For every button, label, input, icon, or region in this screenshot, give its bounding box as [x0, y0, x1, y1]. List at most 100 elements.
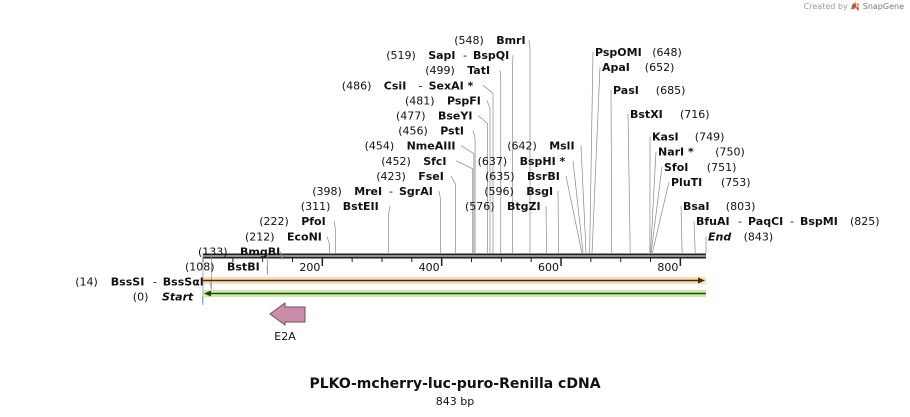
- enzyme-position: (635): [485, 170, 515, 183]
- enzyme-name: FseI: [418, 170, 444, 183]
- ruler-tick-label: 600: [538, 261, 559, 274]
- enzyme-position: (749): [695, 131, 725, 144]
- enzyme-name: End: [708, 230, 731, 243]
- enzyme-position: (637): [478, 155, 508, 168]
- enzyme-name: TatI: [467, 64, 490, 77]
- credit-brand: SnapGene: [862, 2, 904, 11]
- ruler-tick-label: 400: [419, 261, 440, 274]
- enzyme-position: (452): [381, 155, 411, 168]
- enzyme-name: KasI: [652, 131, 679, 144]
- enzyme-name: BstXI: [630, 108, 663, 121]
- enzyme-leader: [486, 100, 491, 109]
- enzyme-position: (648): [652, 46, 682, 59]
- enzyme-name: PasI: [613, 84, 639, 97]
- enzyme-leader: [591, 67, 601, 254]
- enzyme-position: (486): [342, 79, 372, 92]
- enzyme-position: (14): [75, 276, 98, 289]
- enzyme-name: PfoI: [301, 215, 326, 228]
- enzyme-leader: [450, 175, 456, 185]
- ruler-tick-label: 200: [299, 261, 320, 274]
- enzyme-name: BstEII: [343, 200, 379, 213]
- enzyme-leader: [557, 190, 559, 254]
- enzyme-name: BsrBI: [527, 170, 560, 183]
- enzyme-position: (133): [198, 245, 228, 258]
- enzyme-position: (212): [245, 230, 275, 243]
- enzyme-position: (454): [365, 140, 395, 153]
- enzyme-position: (311): [301, 200, 331, 213]
- enzyme-position: (477): [396, 110, 426, 123]
- enzyme-position: (499): [425, 64, 455, 77]
- enzyme-leader: [528, 39, 531, 49]
- enzyme-name: BspMI: [800, 215, 838, 228]
- reverse-feature-arrowhead: [204, 290, 211, 297]
- enzyme-position: (750): [715, 146, 745, 159]
- enzyme-position: (548): [454, 34, 484, 47]
- enzyme-position: (642): [507, 140, 537, 153]
- enzyme-name: SfoI: [664, 161, 688, 174]
- enzyme-position: (685): [656, 84, 686, 97]
- enzyme-leader: [650, 151, 657, 254]
- enzyme-name: BmgBI: [240, 245, 280, 258]
- enzyme-name: SfcI: [423, 155, 446, 168]
- enzyme-position: (0): [133, 291, 149, 304]
- enzyme-name: PluTI: [671, 176, 702, 189]
- enzyme-separator: -: [419, 79, 423, 92]
- snapgene-credit: Created by 🍂 SnapGene: [804, 2, 904, 11]
- enzyme-position: (803): [726, 200, 756, 213]
- enzyme-position: (843): [744, 230, 774, 243]
- enzyme-position: (222): [259, 215, 289, 228]
- enzyme-position: (716): [680, 108, 710, 121]
- snapgene-logo-icon: 🍂: [850, 2, 861, 11]
- enzyme-name: BseYI: [438, 110, 472, 123]
- enzyme-separator: -: [389, 185, 393, 198]
- enzyme-leader: [477, 115, 488, 124]
- enzyme-name: PspOMI: [595, 46, 642, 59]
- enzyme-name: ApaI: [602, 61, 630, 74]
- credit-prefix: Created by: [803, 2, 848, 11]
- enzyme-leader: [472, 130, 476, 139]
- enzyme-name: MslI: [549, 140, 574, 153]
- ruler-tick-label: 800: [657, 261, 678, 274]
- enzyme-leader: [572, 160, 584, 254]
- enzyme-name: BspHI *: [520, 155, 566, 168]
- enzyme-name: BmrI: [496, 34, 525, 47]
- enzyme-name: BsaI: [683, 200, 709, 213]
- enzyme-leader: [610, 89, 613, 254]
- enzyme-leader: [627, 113, 631, 254]
- enzyme-leader: [580, 145, 587, 254]
- enzyme-leader: [279, 251, 283, 260]
- enzyme-leader: [482, 85, 494, 94]
- enzyme-leader: [333, 221, 336, 230]
- enzyme-name: NmeAIII: [407, 140, 456, 153]
- enzyme-leader: [438, 190, 441, 200]
- enzyme-position: (519): [386, 49, 416, 62]
- enzyme-name: BspQI: [473, 49, 509, 62]
- enzyme-position: (753): [721, 176, 751, 189]
- enzyme-name: Start: [162, 291, 194, 304]
- enzyme-leader: [651, 181, 670, 254]
- e2a-label: E2A: [274, 330, 296, 343]
- enzyme-position: (576): [465, 200, 495, 213]
- enzyme-position: (398): [312, 185, 342, 198]
- enzyme-name: BssSI: [111, 276, 145, 289]
- enzyme-position: (652): [645, 61, 675, 74]
- enzyme-name: BtgZI: [507, 200, 541, 213]
- enzyme-position: (108): [185, 261, 215, 274]
- enzyme-separator: -: [463, 49, 467, 62]
- enzyme-name: PstI: [440, 125, 464, 138]
- enzyme-name: BsgI: [526, 185, 553, 198]
- enzyme-leader: [499, 70, 502, 79]
- enzyme-position: (596): [484, 185, 514, 198]
- enzyme-separator: -: [738, 215, 742, 228]
- enzyme-leader: [565, 175, 583, 254]
- enzyme-name: SapI: [428, 49, 455, 62]
- enzyme-leader: [680, 206, 683, 254]
- map-title: PLKO-mcherry-luc-puro-Renilla cDNA: [309, 376, 601, 392]
- enzyme-position: (481): [405, 94, 435, 107]
- enzyme-leader: [589, 52, 594, 254]
- enzyme-leader: [650, 166, 663, 254]
- enzyme-separator: -: [153, 276, 157, 289]
- forward-feature-arrowhead: [698, 277, 705, 284]
- enzyme-leader: [693, 221, 696, 254]
- enzyme-name: CsiI: [384, 79, 406, 92]
